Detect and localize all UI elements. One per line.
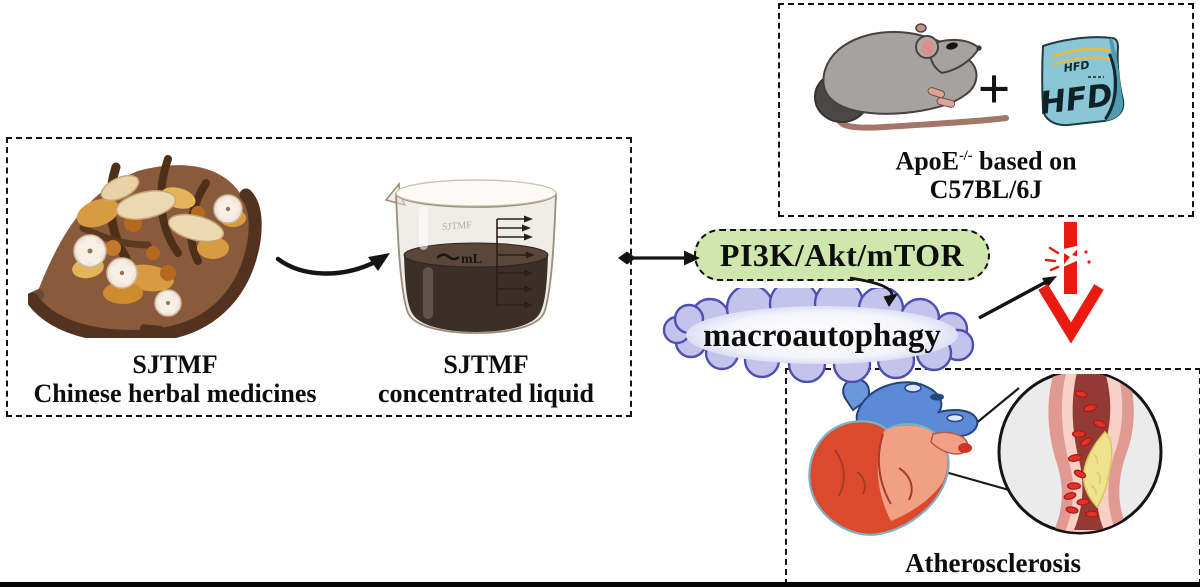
cloud-label: macroautophagy: [703, 318, 941, 354]
model-caption: ApoE-/- based on C57BL/6J: [780, 142, 1192, 204]
herbal-basket-illustration: [28, 155, 262, 338]
herbs-label-line1: SJTMF: [132, 350, 218, 379]
herbal-medicine-box: SJTMF mL SJTMF Chinese herbal medicines …: [6, 137, 632, 417]
mouse-ear-small: [915, 23, 927, 33]
blocked-progression-arrow: [1038, 222, 1104, 344]
herbs-label-line2: Chinese herbal medicines: [33, 379, 317, 408]
hfd-bag-text-small: HFD: [1063, 58, 1090, 74]
mouse-and-diet-illustration: + HFD HFD: [814, 23, 1125, 131]
dried-herbs: [72, 155, 246, 304]
volume-squiggle: [436, 253, 460, 261]
plus-icon: +: [977, 57, 1010, 122]
beaker-volume-text: mL: [461, 252, 482, 267]
arrowhead-chevron: [1038, 284, 1104, 344]
hfd-bag-illustration: HFD HFD: [1038, 36, 1125, 127]
red-blood-cells: [1063, 390, 1107, 518]
genotype-superscript: -/-: [959, 148, 973, 164]
liquid-label-line2: concentrated liquid: [378, 379, 594, 408]
figure-bottom-border: [0, 582, 1200, 587]
beaker-glass-text: SJTMF: [442, 220, 473, 233]
macroautophagy-cloud: macroautophagy: [653, 278, 997, 388]
white-herb-bulbs: [73, 194, 243, 317]
liquid-label-line1: SJTMF: [443, 350, 529, 379]
pathway-pill-label: PI3K/Akt/mTOR: [719, 236, 965, 273]
mouse-model-box: + HFD HFD ApoE-/- based on C57BL/6J: [778, 3, 1194, 217]
hfd-bag-text-large: HFD: [1038, 77, 1115, 122]
heart-illustration: [808, 378, 979, 536]
pathway-pill: PI3K/Akt/mTOR: [694, 229, 990, 281]
model-caption-line2: C57BL/6J: [929, 174, 1043, 204]
mouse-illustration: [814, 23, 1009, 131]
artery-magnifier-illustration: [997, 374, 1163, 535]
cloud-shape: macroautophagy: [662, 278, 975, 384]
liquid-label: SJTMF concentrated liquid: [342, 350, 630, 408]
beaker-scale: [496, 218, 527, 307]
coronary-vessels: [834, 433, 913, 505]
beaker-scale-arrows: [522, 215, 535, 309]
transform-arrow-icon: [275, 253, 390, 276]
beaker-illustration: SJTMF mL: [385, 179, 557, 334]
mouse-eye: [946, 42, 958, 50]
model-caption-line1: ApoE-/- based on: [895, 146, 1077, 176]
break-crack: [1059, 245, 1083, 268]
heart-and-artery-illustration: [808, 374, 1163, 536]
disease-caption: Atherosclerosis: [905, 548, 1081, 578]
herbs-label: SJTMF Chinese herbal medicines: [8, 350, 342, 408]
plaque: [1082, 430, 1113, 509]
atherosclerosis-box: Atherosclerosis: [785, 368, 1200, 585]
beaker-liquid: [403, 242, 549, 332]
